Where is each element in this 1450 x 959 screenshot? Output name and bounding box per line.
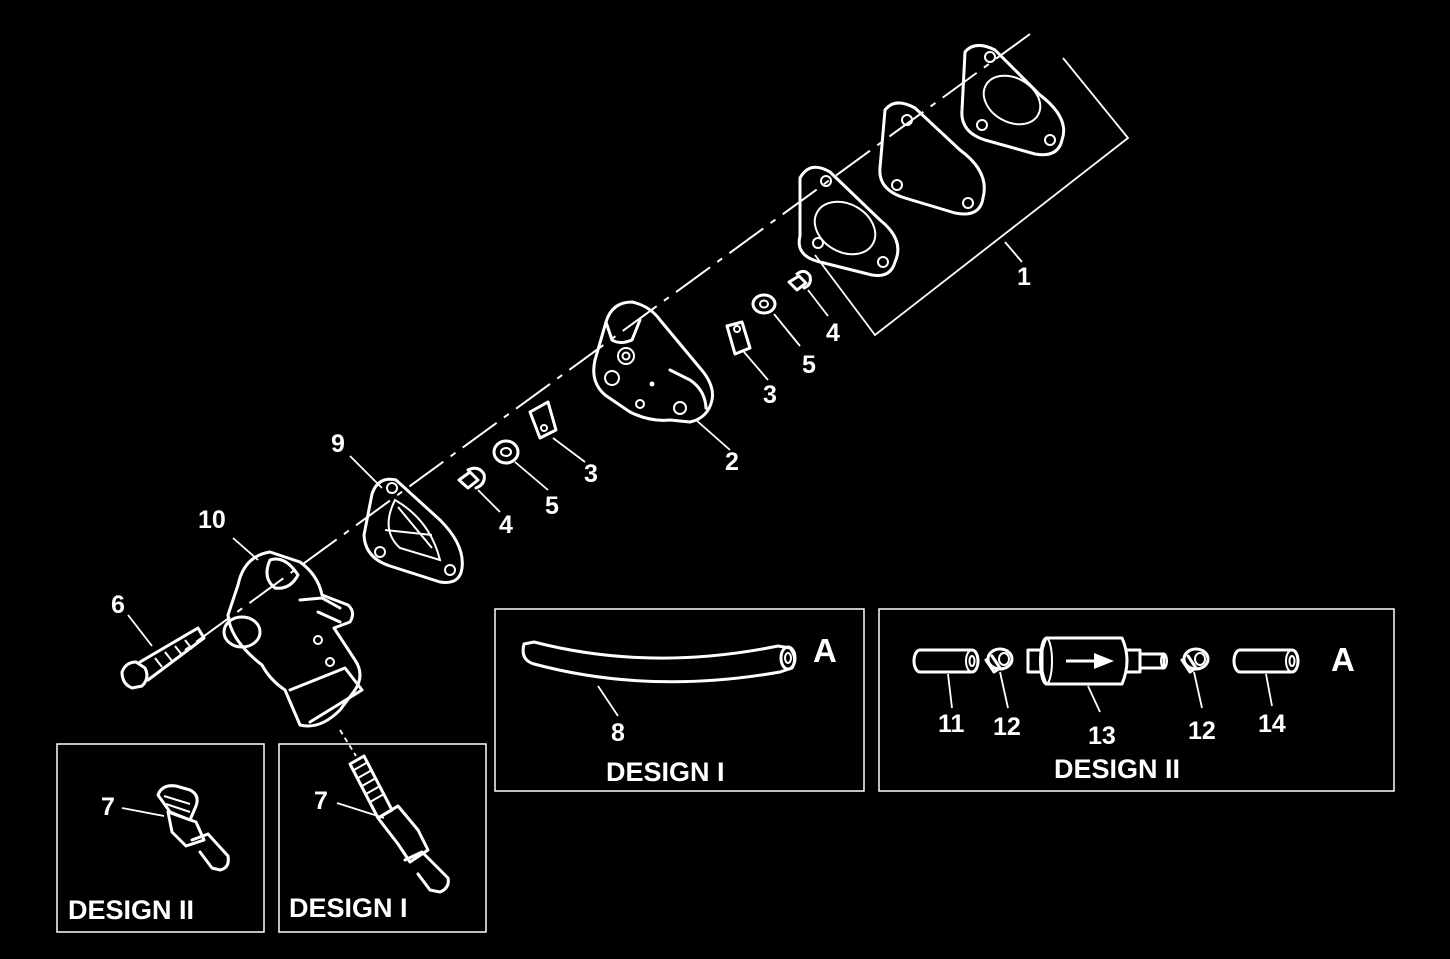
callout-5-upper: 5 (802, 351, 816, 379)
valve-part-3-lower: 3 (528, 400, 598, 488)
screw-part-4-lower: 4 (457, 466, 513, 539)
panel-hose-design-label: DESIGN I (606, 757, 725, 787)
callout-6: 6 (111, 591, 125, 619)
panel-filter-view-letter: A (1331, 641, 1355, 678)
lower-valve-stack: 3 5 4 (457, 400, 598, 539)
panel-filter-design-ii: 11 12 13 12 (878, 608, 1395, 792)
fitting-part-7-design-i: 7 (314, 729, 450, 894)
fitting-part-7-design-ii (156, 784, 230, 872)
callout-3-lower: 3 (584, 460, 598, 488)
panel-filter-design-label: DESIGN II (1054, 754, 1180, 784)
gasket-plate-rear (960, 44, 1066, 157)
callout-12-right: 12 (1188, 717, 1216, 745)
diaphragm-part-9: 9 (331, 430, 464, 584)
callout-9: 9 (331, 430, 345, 458)
panel-hose-view-letter: A (813, 632, 837, 669)
pump-body-part-2: 2 (592, 300, 739, 476)
callout-7-design-ii: 7 (101, 793, 115, 821)
panel-fitting-design-i: DESIGN I (278, 743, 487, 933)
callout-4-upper: 4 (826, 319, 840, 347)
flow-arrow-icon (1066, 653, 1114, 669)
screw-part-4-upper: 4 (787, 269, 840, 347)
panel-fitting-design-i-label: DESIGN I (289, 893, 408, 923)
panel-fitting-design-ii-label: DESIGN II (68, 895, 194, 925)
upper-valve-stack: 3 5 4 (725, 269, 840, 409)
gasket-plate-front (797, 165, 900, 277)
callout-7-design-i: 7 (314, 787, 328, 815)
panel-hose-design-i: 8 A DESIGN I (494, 608, 865, 792)
callout-8: 8 (611, 719, 625, 747)
callout-1: 1 (1017, 263, 1031, 291)
gasket-plate-middle (878, 101, 986, 216)
fuel-hose-part-8 (521, 640, 797, 684)
assembly-center-axis (184, 33, 1031, 651)
callout-14: 14 (1258, 710, 1286, 738)
callout-4-lower: 4 (499, 511, 513, 539)
hose-part-11 (912, 648, 980, 674)
screw-part-6: 6 (111, 591, 206, 690)
callout-13: 13 (1088, 722, 1116, 750)
clamp-part-12-right (1180, 647, 1210, 674)
callout-3-upper: 3 (763, 381, 777, 409)
hose-part-14 (1232, 648, 1300, 674)
gasket-set-part-1: 1 (797, 44, 1130, 337)
pump-housing-part-10: 10 (198, 506, 364, 728)
callout-10: 10 (198, 506, 226, 534)
callout-12-left: 12 (993, 713, 1021, 741)
callout-5-lower: 5 (545, 492, 559, 520)
callout-2: 2 (725, 448, 739, 476)
fuel-filter-part-13 (1026, 636, 1168, 686)
gasket-set-bracket (814, 57, 1130, 337)
panel-fitting-design-ii: 7 DESIGN II (56, 743, 265, 933)
washer-part-5-lower: 5 (492, 439, 559, 520)
clamp-part-12-left (984, 647, 1014, 674)
callout-11: 11 (938, 710, 965, 738)
washer-part-5-upper: 5 (751, 293, 816, 379)
valve-part-3-upper: 3 (725, 320, 777, 409)
